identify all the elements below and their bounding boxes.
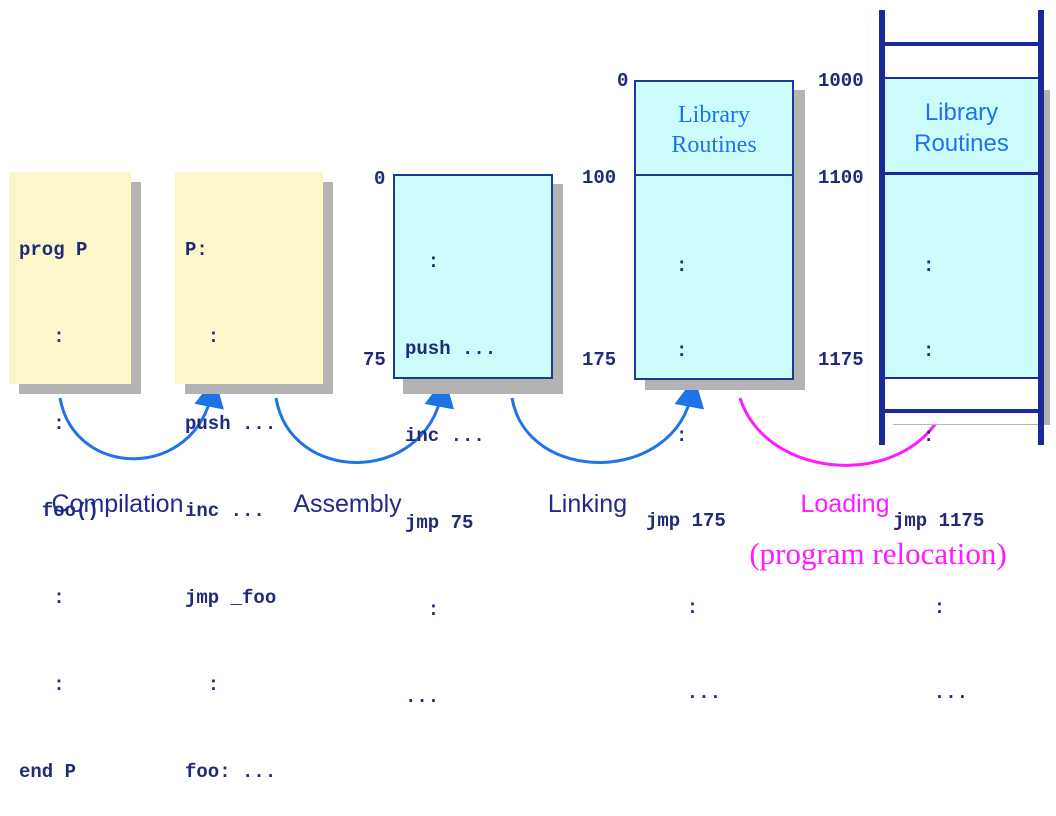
assembly-line: P: xyxy=(185,239,208,261)
memory-line xyxy=(880,172,1044,175)
linked-executable-box: Library Routines : : : jmp 175 : ... xyxy=(634,80,794,704)
compilation-arrow xyxy=(58,377,224,461)
relocation-note: (program relocation) xyxy=(749,536,1007,571)
loaded-mid-address: 1100 xyxy=(818,167,864,189)
loaded-end-address: 1175 xyxy=(818,349,864,371)
source-line: : xyxy=(19,326,65,348)
object-line: : xyxy=(405,251,440,273)
source-line: prog P xyxy=(19,239,88,261)
object-line: ... xyxy=(405,686,440,708)
memory-line xyxy=(880,77,1044,79)
linked-mid-address: 100 xyxy=(582,167,617,189)
linking-arrow xyxy=(510,377,705,464)
assembly-arrow xyxy=(274,377,455,464)
linked-end-address: 175 xyxy=(582,349,617,371)
object-start-address: 0 xyxy=(374,168,386,190)
assembly-line: jmp _foo xyxy=(185,587,277,609)
library-line: Routines xyxy=(671,132,757,158)
source-line: end P xyxy=(19,761,77,783)
assembly-line: : xyxy=(185,674,220,696)
loaded-top-address: 1000 xyxy=(818,70,864,92)
loaded-line: : xyxy=(923,340,935,362)
memory-line xyxy=(880,409,1044,413)
linked-line: : xyxy=(676,255,688,277)
assembly-program-box: P: : push ... inc ... jmp _foo : foo: ..… xyxy=(175,172,323,783)
linking-label: Linking xyxy=(547,490,628,518)
assembly-line: push ... xyxy=(185,413,277,435)
loading-label: Loading xyxy=(800,490,890,518)
assembly-line: inc ... xyxy=(185,500,265,522)
object-line: push ... xyxy=(405,338,497,360)
linked-line: : xyxy=(676,340,688,362)
source-line: foo() xyxy=(19,500,99,522)
loaded-line: : xyxy=(923,425,935,447)
linked-line: ... xyxy=(664,682,722,704)
loaded-library-label: Library Routines xyxy=(885,97,1038,159)
linked-divider xyxy=(636,174,792,176)
source-line: : xyxy=(19,413,65,435)
object-line: : xyxy=(405,599,440,621)
compilation-label: Compilation xyxy=(51,490,184,518)
linked-line: jmp 175 xyxy=(646,510,726,532)
object-end-address: 75 xyxy=(363,349,386,371)
linked-library-label: Library Routines xyxy=(636,100,792,160)
loaded-line: : xyxy=(911,597,946,619)
source-program-box: prog P : : foo() : : end P xyxy=(9,172,131,783)
memory-line xyxy=(880,42,1044,46)
linked-line: : xyxy=(676,425,688,447)
loaded-line: ... xyxy=(911,682,969,704)
linked-line: : xyxy=(664,597,699,619)
memory-left-bar xyxy=(879,10,885,445)
library-line: Routines xyxy=(914,130,1009,157)
source-line: : xyxy=(19,674,65,696)
object-line: jmp 75 xyxy=(405,512,474,534)
object-line: inc ... xyxy=(405,425,485,447)
memory-right-bar xyxy=(1038,10,1044,445)
library-line: Library xyxy=(678,102,750,128)
library-line: Library xyxy=(924,99,999,126)
memory-line xyxy=(880,377,1044,379)
memory-frame xyxy=(883,44,1040,424)
object-module-box: : push ... inc ... jmp 75 : ... xyxy=(393,174,553,708)
loaded-line: jmp 1175 xyxy=(893,510,985,532)
source-line: : xyxy=(19,587,65,609)
linked-top-address: 0 xyxy=(617,70,629,92)
assembly-line: : xyxy=(185,326,220,348)
loaded-line: : xyxy=(923,255,935,277)
assembly-label: Assembly xyxy=(293,490,402,518)
loaded-code: : : : jmp 1175 : ... xyxy=(893,194,984,737)
assembly-line: foo: ... xyxy=(185,761,277,783)
